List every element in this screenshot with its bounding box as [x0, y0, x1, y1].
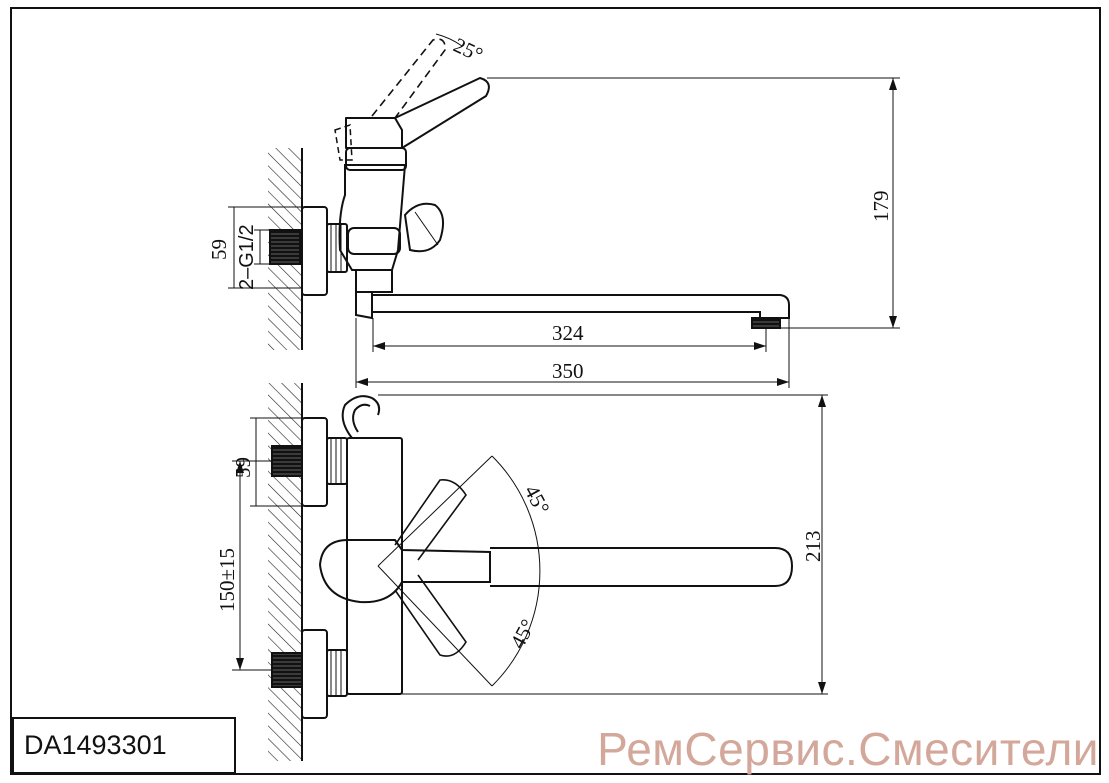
watermark-text: РемСервис.Смесители — [597, 723, 1099, 775]
angle-upper-label: 45° — [520, 481, 555, 518]
center-distance-label: 150±15 — [215, 548, 239, 612]
model-code-box: DA1493301 — [12, 717, 236, 774]
angle-lever-label: 25° — [450, 33, 487, 67]
wall-hatch-lower — [268, 383, 302, 761]
depth-label: 213 — [801, 531, 825, 563]
connection-offset-label: 59 — [207, 239, 231, 260]
connection-thread-label: 2–G1/2 — [236, 224, 258, 290]
reach-inner-label: 324 — [552, 321, 584, 345]
top-view — [232, 383, 828, 761]
reach-total-label: 350 — [552, 359, 584, 383]
side-view — [228, 33, 900, 388]
eccentric-offset-label: 59 — [231, 457, 255, 478]
height-label: 179 — [869, 191, 893, 223]
drawing-frame — [10, 7, 1101, 775]
aerator — [751, 317, 781, 329]
angle-lower-label: 45° — [505, 615, 540, 652]
